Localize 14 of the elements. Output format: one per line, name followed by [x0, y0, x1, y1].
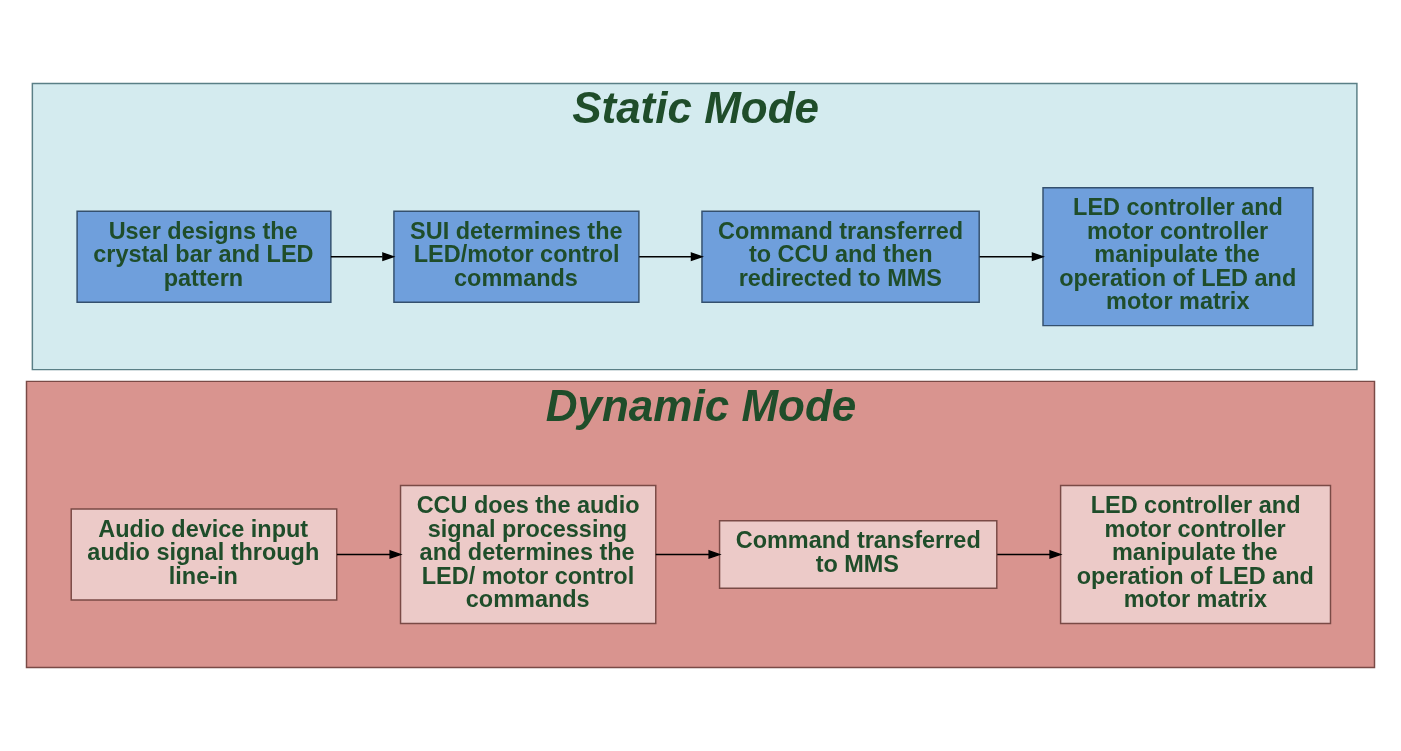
arrow — [336, 549, 403, 560]
node-box: SUI determines the LED/motor control commands — [393, 210, 640, 303]
node-box: Command transferred to CCU and then redirected to MMS — [701, 210, 980, 303]
arrow — [996, 549, 1063, 560]
arrow — [655, 549, 722, 560]
node-box: LED controller and motor controller manipulate the operation of LED and motor matrix — [1059, 484, 1332, 625]
node-box: Audio device input audio signal through line-in — [70, 508, 338, 601]
arrow — [330, 252, 396, 262]
node-box: Command transferred to MMS — [718, 520, 998, 589]
arrow — [638, 252, 704, 262]
arrow — [978, 252, 1045, 262]
node-box: CCU does the audio signal processing and determines the LED/ motor control commands — [399, 484, 657, 625]
node-box: LED controller and motor controller manipulate the operation of LED and motor matrix — [1042, 187, 1314, 327]
node-box: User designs the crystal bar and LED pattern — [76, 210, 332, 303]
